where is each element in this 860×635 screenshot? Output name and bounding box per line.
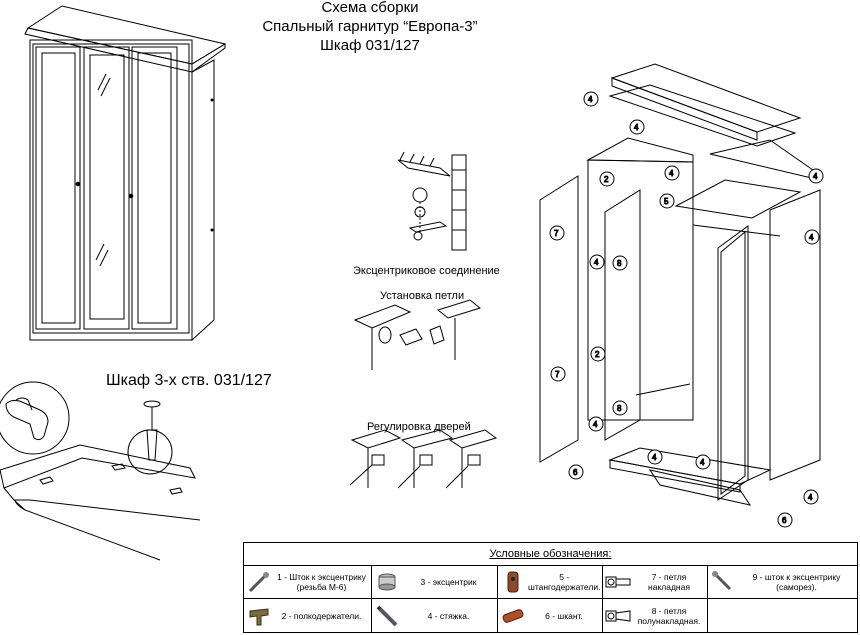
legend-item-text: 9 - шток к эксцентрику (саморез). [752, 572, 841, 592]
plinth-detail [0, 381, 201, 561]
dowel-icon [498, 602, 528, 630]
callout: 4 [669, 169, 674, 178]
door-adjust-caption: Регулировка дверей [367, 421, 471, 433]
callout: 4 [808, 493, 813, 502]
legend-item-text: 5 - штангодержатели. [528, 572, 601, 592]
diagram-title-line-1: Схема сборки [321, 0, 419, 16]
shelf-support-icon [244, 602, 274, 630]
legend-item-text: 4 - стяжка. [427, 610, 470, 621]
callout: 6 [573, 468, 578, 477]
cam-connection-caption: Эксцентриковое соединение [353, 265, 500, 277]
exploded-wardrobe [539, 63, 821, 506]
overlay-hinge-icon [603, 568, 633, 596]
legend-item-text: 8 - петля полунакладная. [637, 605, 701, 626]
callout: 4 [813, 172, 818, 181]
callout: 2 [595, 350, 600, 359]
legend-item: 6 - шкант. [498, 599, 603, 632]
legend-item: 4 - стяжка. [372, 599, 498, 632]
legend-item: 5 - штангодержатели. [498, 566, 603, 599]
part-callouts: 4 4 4 4 4 4 4 4 4 4 2 2 7 7 8 8 6 6 5 [549, 91, 824, 528]
rod-holder-icon [498, 568, 528, 596]
legend-item: 7 - петля накладная [603, 566, 708, 599]
door-adjust-detail [349, 429, 498, 489]
legend-item: 3 - эксцентрик [372, 566, 498, 599]
eccentric-rod-icon [244, 568, 274, 596]
eccentric-icon [372, 568, 402, 596]
legend-item-text: 2 - полкодержатели. [281, 610, 362, 621]
hinge-install-caption: Установка петли [380, 290, 465, 302]
callout: 8 [617, 404, 622, 413]
legend-title: Условные обозначения: [244, 543, 857, 566]
eccentric-screw-icon [708, 568, 738, 596]
callout: 4 [588, 95, 593, 104]
diagram-title-line-3: Шкаф 031/127 [320, 37, 420, 54]
legend-item: 1 - Шток к эксцентрику (резьба М-6) [244, 566, 372, 599]
half-overlay-hinge-icon [603, 602, 633, 630]
callout: 4 [594, 258, 599, 267]
hinge-install-detail [353, 299, 482, 370]
callout: 5 [664, 197, 669, 206]
callout: 7 [554, 229, 559, 238]
diagram-title-line-2: Спальный гарнитур “Европа-3” [262, 18, 478, 35]
callout: 8 [617, 259, 622, 268]
callout: 7 [555, 370, 560, 379]
legend-empty-cell [708, 599, 857, 632]
legend-item-text: 3 - эксцентрик [420, 577, 477, 587]
cam-connection-detail [397, 151, 467, 251]
callout: 4 [593, 420, 598, 429]
wardrobe-caption: Шкаф 3-х ств. 031/127 [106, 372, 272, 389]
callout: 2 [604, 175, 609, 184]
callout: 4 [809, 233, 814, 242]
legend-item: 8 - петля полунакладная. [603, 599, 708, 632]
assembled-wardrobe [24, 5, 227, 342]
legend-item-text: 7 - петля накладная [648, 572, 690, 592]
callout: 4 [700, 458, 705, 467]
callout: 4 [652, 453, 657, 462]
legend-item-text: 6 - шкант. [545, 610, 583, 621]
legend-item-text: 1 - Шток к эксцентрику (резьба М-6) [277, 572, 366, 592]
callout: 4 [634, 123, 639, 132]
legend-item: 9 - шток к эксцентрику (саморез). [708, 566, 857, 599]
screw-tie-icon [372, 602, 402, 630]
legend-table: Условные обозначения: 1 - Шток к эксцент… [243, 542, 858, 633]
callout: 6 [782, 516, 787, 525]
legend-item: 2 - полкодержатели. [244, 599, 372, 632]
